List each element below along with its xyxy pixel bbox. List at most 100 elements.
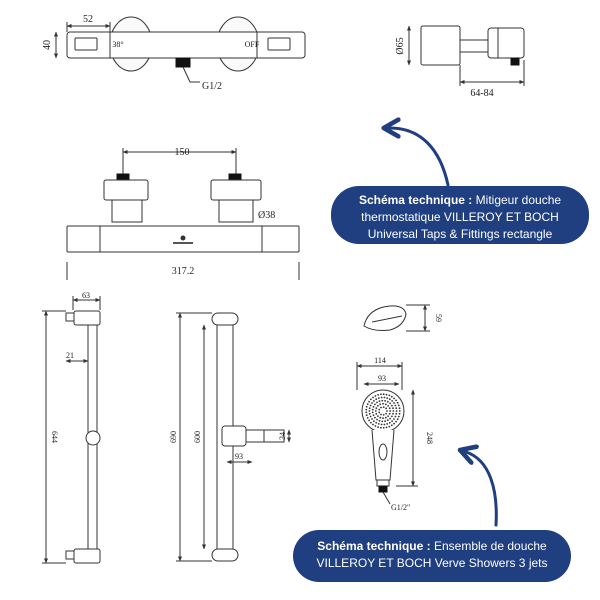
dim-644: 644 (50, 431, 59, 443)
spray-nozzle (380, 396, 383, 399)
spray-nozzle (397, 404, 400, 407)
spray-nozzle (394, 404, 397, 407)
spray-nozzle (381, 399, 384, 402)
dim-38: Ø38 (258, 210, 275, 221)
spray-nozzle (385, 393, 388, 396)
spray-nozzle (389, 410, 392, 412)
spray-nozzle (369, 415, 372, 418)
spray-nozzle (385, 412, 387, 415)
dim-21: 21 (66, 351, 74, 360)
callout-shower-set: Schéma technique : Ensemble de douche VI… (293, 530, 571, 582)
spray-nozzle (380, 426, 382, 429)
spray-nozzle (388, 398, 391, 401)
valve-side-view (407, 25, 525, 86)
thread-g12-handshower: G1/2" (391, 503, 410, 512)
rail-left-view (42, 296, 101, 564)
spray-nozzle (372, 406, 375, 408)
spray-nozzle (393, 422, 395, 425)
spray-nozzle (379, 416, 382, 419)
callout-valve-text: Mitigeur douche thermostatique VILLEROY … (361, 193, 562, 241)
dim-600: 600 (193, 431, 202, 443)
spray-nozzle (378, 408, 381, 411)
spray-nozzle (391, 404, 393, 407)
spray-nozzle (382, 426, 385, 429)
spray-nozzle (393, 397, 395, 400)
spray-nozzle (395, 399, 397, 402)
spray-nozzle (370, 421, 372, 424)
spray-nozzle (375, 412, 378, 415)
spray-nozzle (379, 403, 382, 406)
spray-nozzle (381, 420, 384, 423)
spray-nozzle (385, 407, 387, 410)
dim-114: 114 (374, 356, 386, 365)
spray-nozzle (376, 418, 378, 421)
spray-nozzle (390, 424, 393, 427)
spray-nozzle (377, 394, 379, 396)
spray-nozzle (380, 393, 382, 396)
spray-nozzle (375, 407, 378, 410)
spray-nozzle (395, 410, 398, 412)
spray-nozzle (388, 394, 391, 397)
spray-nozzle (388, 412, 391, 415)
callout-shower-text: Ensemble de douche VILLEROY ET BOCH Verv… (316, 539, 548, 570)
spray-nozzle (389, 402, 391, 405)
spray-nozzle (365, 405, 368, 408)
spray-nozzle (372, 423, 374, 426)
spray-nozzle (365, 408, 368, 411)
spray-nozzle (371, 418, 373, 420)
callout-valve: Schéma technique : Mitigeur douche therm… (331, 186, 589, 244)
spray-nozzle (388, 425, 391, 428)
spray-nozzle (396, 401, 399, 404)
dim-65: Ø65 (395, 37, 406, 54)
spray-nozzle (393, 402, 395, 404)
spray-nozzle (374, 416, 376, 419)
spray-nozzle (383, 423, 386, 426)
spray-nozzle (386, 410, 388, 412)
spray-nozzle (398, 410, 401, 412)
spray-nozzle (383, 396, 386, 399)
spray-nozzle (378, 419, 381, 422)
spray-nozzle (369, 404, 372, 407)
spray-nozzle (368, 419, 370, 422)
spray-nozzle (391, 415, 393, 418)
off-symbol: OFF (245, 40, 260, 49)
spray-nozzle (374, 403, 376, 406)
spray-nozzle (392, 407, 394, 410)
dim-150: 150 (175, 147, 190, 158)
spray-nozzle (371, 411, 374, 414)
spray-nozzle (366, 403, 369, 405)
spray-nozzle (370, 398, 372, 401)
spray-nozzle (375, 421, 378, 424)
dim-93-head: 93 (378, 374, 386, 383)
spray-nozzle (387, 405, 389, 407)
spray-nozzle (387, 415, 389, 417)
spray-nozzle (378, 411, 381, 414)
spray-nozzle (368, 410, 371, 412)
arrow-to-valve (390, 128, 450, 187)
spray-nozzle (397, 415, 400, 418)
rail-right-view (176, 312, 291, 562)
spray-nozzle (376, 401, 378, 404)
spray-nozzle (384, 403, 387, 406)
spray-nozzle (386, 400, 389, 403)
spray-nozzle (392, 412, 394, 415)
dim-63: 63 (82, 291, 90, 300)
spray-nozzle (391, 420, 393, 422)
spray-nozzle (388, 421, 391, 424)
spray-nozzle (395, 412, 398, 415)
valve-top-view (54, 16, 306, 83)
dim-34: 34 (278, 432, 287, 440)
spray-nozzle (392, 410, 395, 412)
spray-nozzle (382, 406, 385, 408)
spray-nozzle (377, 405, 379, 407)
spray-nozzle (373, 420, 375, 422)
spray-nozzle (365, 411, 368, 414)
spray-nozzle (371, 402, 373, 404)
spray-nozzle (377, 415, 379, 417)
spray-nozzle (380, 423, 383, 426)
spray-nozzle (382, 417, 384, 420)
spray-nozzle (372, 414, 375, 416)
dim-64-84: 64-84 (470, 88, 493, 99)
brand-logo (173, 235, 193, 244)
spray-nozzle (372, 396, 374, 399)
